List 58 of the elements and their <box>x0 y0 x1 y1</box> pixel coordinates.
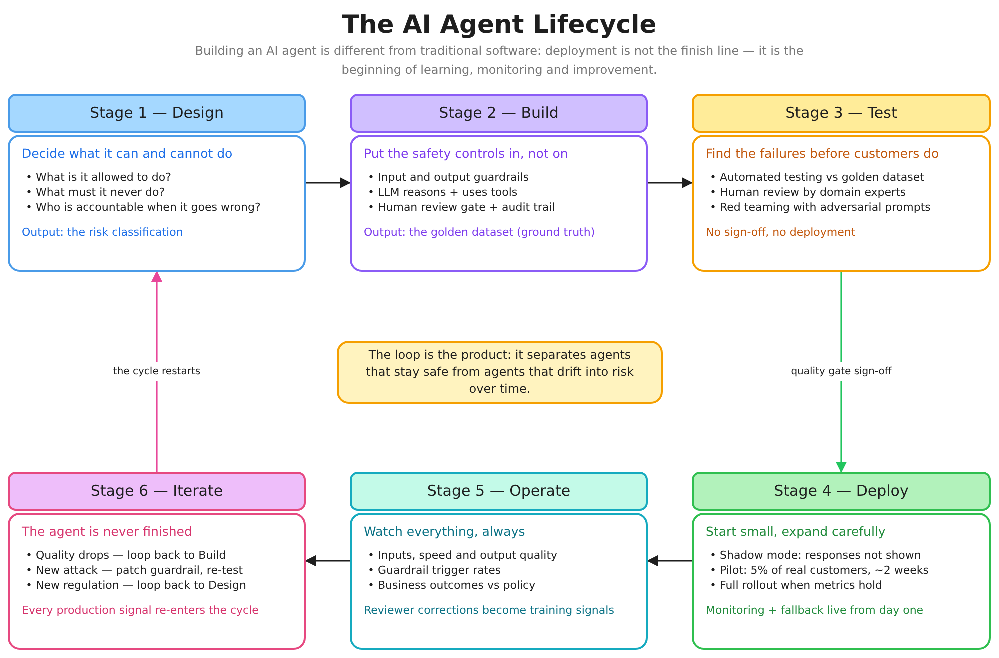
callout-box <box>337 341 663 404</box>
bullet-item: • Who is accountable when it goes wrong? <box>25 200 262 215</box>
card-footer: Monitoring + fallback live from day one <box>706 602 977 620</box>
stage-card <box>692 135 991 272</box>
stage-title: Stage 4 — Deploy <box>774 481 909 502</box>
diagram-title: The AI Agent Lifecycle <box>342 9 657 41</box>
bullet-item: • New regulation — loop back to Design <box>25 578 248 593</box>
stage-header <box>350 94 648 133</box>
stage-header <box>692 472 991 511</box>
bullet-item: • Input and output guardrails <box>367 170 530 185</box>
stage-title: Stage 6 — Iterate <box>90 481 224 502</box>
stage-card <box>8 513 306 650</box>
bullet-item: • Pilot: 5% of real customers, ~2 weeks <box>709 562 930 578</box>
card-footer: Output: the risk classification <box>22 224 292 242</box>
stage-title: Stage 3 — Test <box>786 103 898 124</box>
bullet-item: • Automated testing vs golden dataset <box>709 170 926 185</box>
callout-text: The loop is the product: it separates agents that stay safe from agents that drift into risk over time. <box>365 347 635 398</box>
arrow <box>306 177 352 189</box>
card-heading: Start small, expand carefully <box>706 523 887 541</box>
card-heading: Decide what it can and cannot do <box>22 145 234 163</box>
bullet-item: • Shadow mode: responses not shown <box>709 548 922 563</box>
stage-card <box>692 513 991 650</box>
stage-card <box>350 135 648 272</box>
bullet-item: • Business outcomes vs policy <box>367 578 537 593</box>
card-footer: Reviewer corrections become training signals <box>364 602 634 620</box>
stage-title: Stage 2 — Build <box>439 103 559 124</box>
bullet-item: • Quality drops — loop back to Build <box>25 548 228 563</box>
bullet-item: • Full rollout when metrics hold <box>709 578 884 593</box>
stage-card <box>8 135 306 272</box>
arrow <box>304 555 350 567</box>
arrow <box>648 177 694 189</box>
bullet-item: • What must it never do? <box>25 184 166 200</box>
card-heading: Watch everything, always <box>364 523 526 541</box>
stage-title: Stage 5 — Operate <box>427 481 571 502</box>
arrow <box>151 270 163 472</box>
stage-header <box>350 472 648 511</box>
bullet-item: • New attack — patch guardrail, re-test <box>25 562 244 578</box>
stage-header <box>8 94 306 133</box>
bullet-item: • Human review gate + audit trail <box>367 200 556 215</box>
stage-card <box>350 513 648 650</box>
stage-title: Stage 1 — Design <box>90 103 224 124</box>
card-footer: Output: the golden dataset (ground truth) <box>364 224 634 242</box>
bullet-item: • What is it allowed to do? <box>25 170 172 185</box>
card-footer: Every production signal re-enters the cycle <box>22 602 292 620</box>
card-heading: The agent is never finished <box>22 523 194 541</box>
bullet-item: • Human review by domain experts <box>709 184 908 200</box>
subtitle: Building an AI agent is different from traditional software: deployment is not the finish line — it is the beginning of learning, monitoring and improvement. <box>194 43 805 79</box>
arrow <box>646 555 692 567</box>
arrow <box>836 272 848 474</box>
stage-header <box>8 472 306 511</box>
card-footer: No sign-off, no deployment <box>706 224 977 242</box>
card-heading: Put the safety controls in, not on <box>364 145 570 163</box>
card-heading: Find the failures before customers do <box>706 145 940 163</box>
bullet-item: • Red teaming with adversarial prompts <box>709 200 932 215</box>
bullet-item: • LLM reasons + uses tools <box>367 184 519 200</box>
bullet-item: • Inputs, speed and output quality <box>367 548 559 563</box>
stage-header <box>692 94 991 133</box>
bullet-item: • Guardrail trigger rates <box>367 562 502 578</box>
